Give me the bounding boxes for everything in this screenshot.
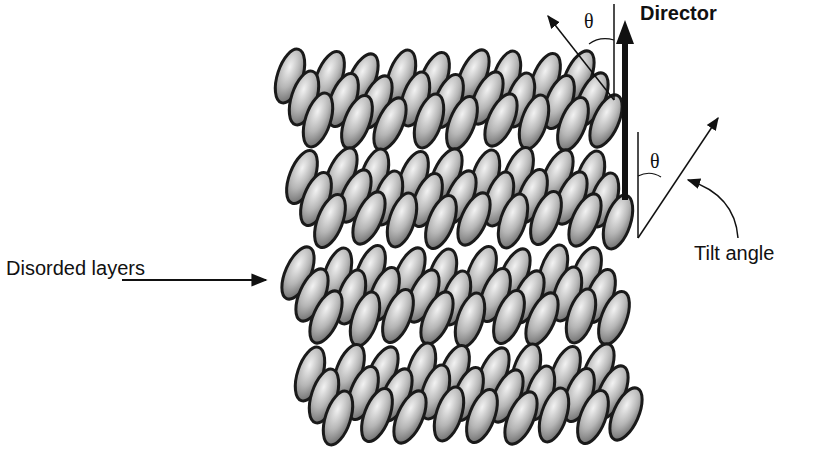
annotation-lines (122, 4, 738, 280)
molecule (408, 91, 449, 152)
molecule (562, 189, 608, 250)
molecule (344, 289, 385, 350)
molecule (367, 93, 413, 154)
molecule (440, 92, 483, 153)
molecule (498, 387, 544, 448)
molecule (335, 91, 378, 152)
molecule (317, 388, 358, 449)
director-label: Director (640, 2, 717, 24)
theta-symbol: θ (650, 150, 660, 172)
molecule (355, 384, 398, 445)
molecule (381, 190, 422, 251)
molecule (592, 287, 635, 348)
tilt-angle-label: Tilt angle (694, 242, 774, 264)
molecule (533, 385, 574, 446)
molecule (524, 187, 567, 248)
molecule (560, 286, 601, 347)
molecule-layers (269, 45, 648, 448)
molecule (551, 93, 594, 154)
molecule (419, 191, 462, 252)
molecule (303, 286, 349, 347)
molecule (487, 286, 530, 347)
molecule (513, 92, 554, 153)
molecule (571, 386, 614, 447)
molecule (346, 187, 392, 248)
molecule (428, 384, 469, 445)
theta-symbol: θ (584, 10, 594, 32)
molecule (603, 383, 649, 444)
molecule (492, 191, 533, 252)
molecule (597, 192, 638, 253)
molecule (449, 290, 490, 351)
molecule (460, 385, 503, 446)
molecule (387, 386, 433, 447)
molecule (297, 90, 338, 151)
molecule (376, 285, 419, 346)
molecule (308, 190, 351, 251)
layer-label: Disorded layers (6, 257, 145, 279)
molecule (414, 287, 460, 348)
molecule (583, 90, 629, 151)
molecule (519, 288, 565, 349)
molecule (451, 188, 497, 249)
molecule (478, 89, 524, 150)
